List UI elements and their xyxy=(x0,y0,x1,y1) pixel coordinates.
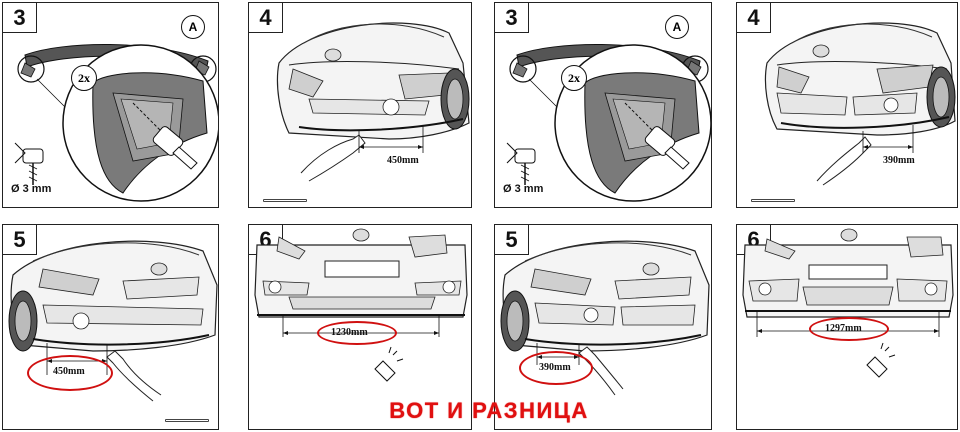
panel-step-3-left: 3 A 2x Ø 3 mm xyxy=(2,2,219,208)
step-number: 4 xyxy=(737,3,771,33)
quantity-bubble: 2x xyxy=(71,65,97,91)
step-number: 5 xyxy=(495,225,529,255)
step-number: 3 xyxy=(3,3,37,33)
pencil-icon xyxy=(751,199,795,202)
car-front-measure-drawing xyxy=(764,22,956,186)
panel-step-5-right: 5 390mm xyxy=(494,224,712,430)
detail-circle-left xyxy=(509,55,537,83)
quantity-bubble: 2x xyxy=(561,65,587,91)
reference-bubble: A xyxy=(665,15,689,39)
measurement-label: 1297mm xyxy=(825,323,862,334)
pencil-icon xyxy=(263,199,307,202)
car-side-measure-drawing xyxy=(500,240,710,396)
lip-attachment-drawing xyxy=(14,44,218,202)
car-front-width-drawing xyxy=(742,228,954,378)
measurement-label: 390mm xyxy=(883,155,915,166)
highlight-ring xyxy=(519,351,593,385)
reference-bubble: A xyxy=(181,15,205,39)
step-number: 5 xyxy=(3,225,37,255)
panel-step-5-left: 5 450mm xyxy=(2,224,219,430)
panel-step-4-left: 4 450mm xyxy=(248,2,472,208)
measurement-label: 450mm xyxy=(387,155,419,166)
step-number: 4 xyxy=(249,3,283,33)
step-number: 3 xyxy=(495,3,529,33)
comparison-caption: ВОТ И РАЗНИЦА xyxy=(389,398,589,423)
lip-attachment-drawing xyxy=(506,44,711,202)
highlight-ring xyxy=(809,317,889,341)
panel-step-6-left: 6 1230mm xyxy=(248,224,472,430)
panel-step-4-right: 4 390mm xyxy=(736,2,958,208)
drill-size-label: Ø 3 mm xyxy=(11,183,52,195)
panel-step-3-right: 3 A 2x Ø 3 mm xyxy=(494,2,712,208)
highlight-ring xyxy=(317,321,397,345)
car-front-width-drawing xyxy=(254,228,468,382)
drill-size-label: Ø 3 mm xyxy=(503,183,544,195)
measurement-label: 390mm xyxy=(539,362,571,373)
measurement-label: 1230mm xyxy=(331,327,368,338)
measurement-label: 450mm xyxy=(53,366,85,377)
detail-circle-left xyxy=(17,55,45,83)
panel-step-6-right: 6 1297mm xyxy=(736,224,958,430)
pencil-icon xyxy=(165,419,209,422)
car-side-measure-drawing xyxy=(8,240,218,402)
car-front-measure-drawing xyxy=(276,22,470,182)
highlight-ring xyxy=(27,355,113,391)
